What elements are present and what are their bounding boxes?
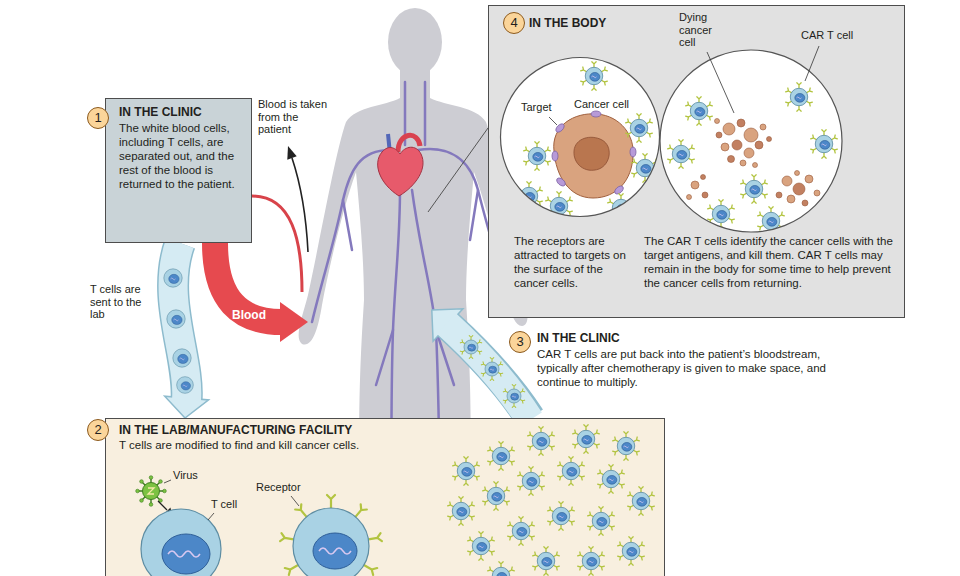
heart (378, 134, 423, 196)
part-label: Cancer cell (574, 98, 629, 111)
panel-text: The receptors are attracted to targets o… (514, 234, 629, 290)
part-label: Receptor (256, 481, 301, 494)
zoom-view (659, 49, 843, 233)
text-holder: Blood is taken from the patient (258, 98, 332, 136)
step-number: 1 (94, 111, 101, 125)
callout-number: 4 (503, 12, 525, 34)
callout-number: 3 (509, 331, 531, 353)
text-holder: Dying cancer cell (679, 11, 725, 49)
body-panel: IN THE BODYThe receptors are attracted t… (488, 5, 905, 318)
text-holder: Blood (232, 308, 266, 322)
arrow-label: Blood (232, 308, 266, 322)
zoom-leader-line (428, 128, 488, 212)
panel-text: T cells are modified to find and kill ca… (119, 438, 419, 452)
target-antigens (552, 111, 636, 196)
step-number: 4 (510, 16, 517, 30)
cancer-cell (554, 114, 633, 198)
text-holder: Virus (173, 469, 198, 482)
part-label: T cell (211, 498, 237, 511)
text-holder: IN THE CLINIC (537, 331, 620, 345)
virus (136, 476, 167, 507)
step-text: CAR T cells are put back into the patien… (537, 347, 837, 389)
step-number: 2 (94, 423, 101, 437)
zoom-circle: Dying cancer cellCAR T cell (659, 49, 843, 233)
annotation: T cells are sent to the lab (90, 283, 148, 321)
panel-heading: IN THE LAB/MANUFACTURING FACILITY (119, 423, 539, 437)
text-holder: The receptors are attracted to targets o… (514, 234, 629, 290)
text-holder: IN THE LAB/MANUFACTURING FACILITY (119, 423, 539, 437)
blood-draw-line (252, 196, 302, 292)
car-t-cell (280, 495, 382, 576)
text-holder: Receptor (256, 481, 301, 494)
leader-line (549, 117, 557, 125)
clinic-panel: IN THE CLINIC The white blood cells, incl… (105, 98, 252, 243)
car-t-cells (516, 62, 659, 222)
text-holder: The CAR T cells identify the cancer cell… (644, 234, 894, 290)
part-label: Target (521, 101, 552, 114)
panel-text: The CAR T cells identify the cancer cell… (644, 234, 894, 290)
callout-number: 2 (87, 419, 109, 441)
zoom-view (499, 56, 661, 218)
text-holder: CAR T cell (801, 29, 853, 42)
text-holder: T cells are sent to the lab (90, 283, 148, 321)
car-t-cell-cluster (448, 425, 655, 576)
text-holder: CAR T cells are put back into the patien… (537, 347, 837, 389)
car-t-cells (668, 83, 838, 235)
step-number: 3 (516, 335, 523, 349)
text-holder: IN THE CLINIC (119, 105, 247, 119)
part-label: CAR T cell (801, 29, 853, 42)
leader-lines (707, 46, 819, 113)
lab-panel: IN THE LAB/MANUFACTURING FACILITYT cells… (105, 418, 665, 576)
part-label: Virus (173, 469, 198, 482)
text-holder: T cell (211, 498, 237, 511)
callout-number: 1 (87, 107, 109, 129)
blood-return-arrow (215, 243, 308, 342)
part-label: Dying cancer cell (679, 11, 725, 49)
panel-heading: IN THE CLINIC (119, 105, 247, 119)
text-holder: T cells are modified to find and kill ca… (119, 438, 419, 452)
step-heading: IN THE CLINIC (537, 331, 620, 345)
text-holder: The white blood cells, including T cells… (119, 121, 247, 191)
annotation: Blood is taken from the patient (258, 98, 332, 136)
transfer-arrow (165, 243, 209, 418)
reinfusion-arrow (432, 309, 530, 420)
zoom-circle: Target Cancer cell (499, 56, 661, 218)
blood-draw-arrow (287, 146, 308, 252)
dying-cancer-cell (687, 119, 821, 207)
panel-text: The white blood cells, including T cells… (119, 121, 247, 191)
t-cell (141, 509, 221, 576)
text-holder: Cancer cell (574, 98, 629, 111)
text-holder: Target (521, 101, 552, 114)
